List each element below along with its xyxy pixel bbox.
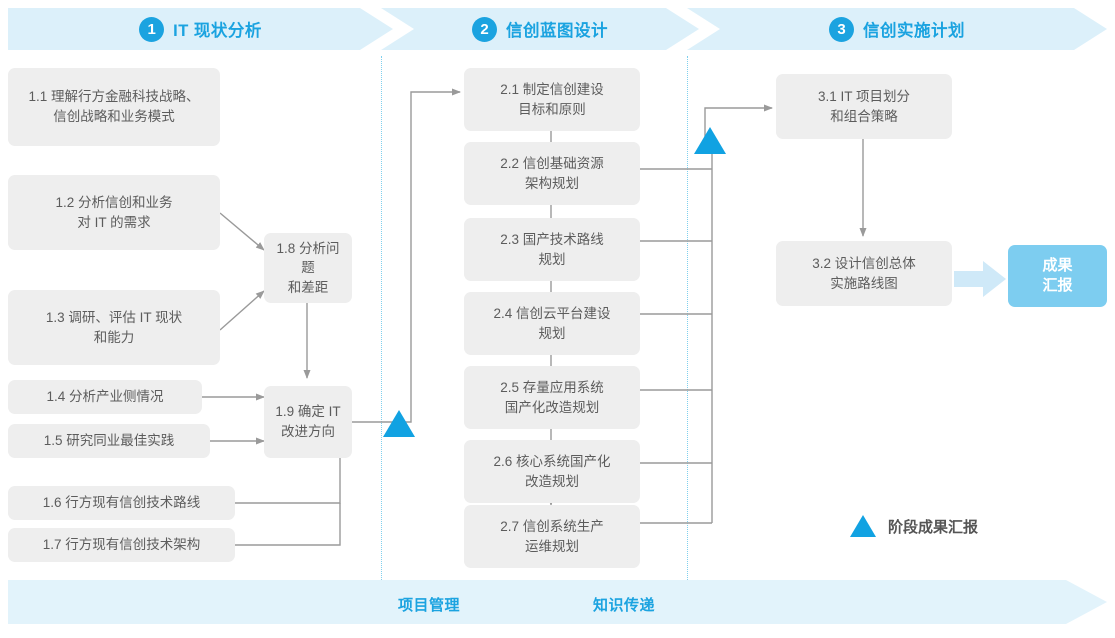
phase-title-2: 信创蓝图设计 bbox=[506, 22, 608, 40]
phase-title-3: 信创实施计划 bbox=[863, 22, 965, 40]
task-box-1-2[interactable]: 1.2 分析信创和业务 对 IT 的需求 bbox=[8, 175, 220, 250]
milestone-triangle-icon bbox=[850, 515, 876, 537]
band-label-project-management: 项目管理 bbox=[398, 597, 461, 614]
task-box-2-4[interactable]: 2.4 信创云平台建设 规划 bbox=[464, 292, 640, 355]
task-box-2-6[interactable]: 2.6 核心系统国产化 改造规划 bbox=[464, 440, 640, 503]
band-label-knowledge-transfer: 知识传递 bbox=[593, 597, 656, 614]
result-arrow bbox=[954, 261, 1006, 297]
task-box-2-3[interactable]: 2.3 国产技术路线 规划 bbox=[464, 218, 640, 281]
milestone-triangle-phase2 bbox=[694, 127, 726, 154]
phase-number-badge-3: 3 bbox=[829, 16, 854, 42]
task-box-2-1[interactable]: 2.1 制定信创建设 目标和原则 bbox=[464, 68, 640, 131]
task-box-3-2[interactable]: 3.2 设计信创总体 实施路线图 bbox=[776, 241, 952, 306]
phase-divider-2-3 bbox=[687, 56, 688, 580]
bottom-band bbox=[8, 580, 1107, 624]
phase-header-3-content: 3 信创实施计划 bbox=[829, 16, 965, 42]
task-box-1-8[interactable]: 1.8 分析问题 和差距 bbox=[264, 233, 352, 303]
phase-header-2[interactable]: 2 信创蓝图设计 bbox=[381, 8, 699, 50]
task-box-2-2[interactable]: 2.2 信创基础资源 架构规划 bbox=[464, 142, 640, 205]
task-box-2-7[interactable]: 2.7 信创系统生产 运维规划 bbox=[464, 505, 640, 568]
result-badge[interactable]: 成果 汇报 bbox=[1008, 245, 1107, 307]
milestone-triangle-phase1 bbox=[383, 410, 415, 437]
task-box-1-7[interactable]: 1.7 行方现有信创技术架构 bbox=[8, 528, 235, 562]
phase-divider-1-2 bbox=[381, 56, 382, 580]
task-box-1-4[interactable]: 1.4 分析产业侧情况 bbox=[8, 380, 202, 414]
task-box-1-6[interactable]: 1.6 行方现有信创技术路线 bbox=[8, 486, 235, 520]
task-box-1-3[interactable]: 1.3 调研、评估 IT 现状 和能力 bbox=[8, 290, 220, 365]
task-box-1-5[interactable]: 1.5 研究同业最佳实践 bbox=[8, 424, 210, 458]
phase-header-2-content: 2 信创蓝图设计 bbox=[472, 16, 608, 42]
task-box-1-9[interactable]: 1.9 确定 IT 改进方向 bbox=[264, 386, 352, 458]
phase-header-1-content: 1 IT 现状分析 bbox=[139, 16, 262, 42]
phase-title-1: IT 现状分析 bbox=[173, 22, 262, 40]
phase-header-3[interactable]: 3 信创实施计划 bbox=[687, 8, 1107, 50]
legend-label: 阶段成果汇报 bbox=[888, 518, 979, 536]
task-box-3-1[interactable]: 3.1 IT 项目划分 和组合策略 bbox=[776, 74, 952, 139]
phase-header-1[interactable]: 1 IT 现状分析 bbox=[8, 8, 393, 50]
phase-number-badge-1: 1 bbox=[139, 16, 165, 42]
task-box-1-1[interactable]: 1.1 理解行方金融科技战略、 信创战略和业务模式 bbox=[8, 68, 220, 146]
phase-number-badge-2: 2 bbox=[472, 16, 497, 42]
task-box-2-5[interactable]: 2.5 存量应用系统 国产化改造规划 bbox=[464, 366, 640, 429]
legend: 阶段成果汇报 bbox=[850, 515, 978, 537]
